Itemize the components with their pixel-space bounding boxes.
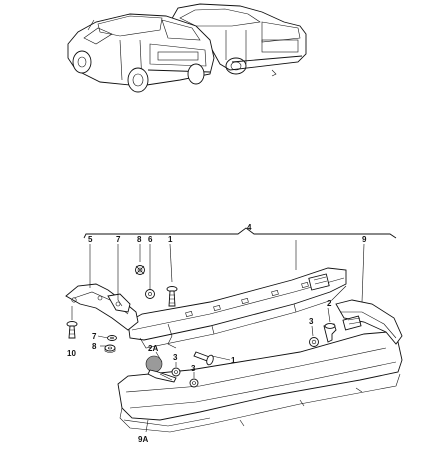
spring-nut-3-a (171, 362, 181, 377)
washer-6 (145, 289, 155, 299)
bolt-10 (66, 306, 78, 339)
label-7: 7 (116, 235, 121, 244)
label-6: 6 (148, 235, 153, 244)
label-5: 5 (88, 235, 93, 244)
mounting-bracket-5 (65, 283, 139, 331)
sedan-car (169, 3, 307, 77)
clip-2 (323, 307, 337, 343)
bolt-1 (166, 286, 178, 307)
label-1: 1 (168, 235, 173, 244)
label-9A: 9A (138, 435, 148, 444)
nut-8 (135, 265, 145, 275)
label-2: 2 (327, 299, 332, 308)
label-2A: 2A (148, 344, 158, 353)
leader-7b (97, 335, 109, 339)
callout-labels: 4 5 7 8 6 1 9 1 2 3 3 3 2A 7 8 10 9A (67, 223, 367, 444)
bracket-4 (83, 227, 397, 239)
leader-9A (145, 419, 149, 433)
label-1-lower: 1 (231, 356, 236, 365)
label-3-right: 3 (309, 317, 314, 326)
label-10: 10 (67, 349, 76, 358)
leader-1 (169, 243, 173, 283)
label-3-b: 3 (191, 364, 196, 373)
leader-7 (117, 244, 123, 307)
washer-7-lower (107, 335, 117, 341)
label-9: 9 (362, 235, 367, 244)
bumper-assembly (65, 227, 403, 433)
carrier-rail-4 (127, 267, 347, 341)
label-4: 4 (247, 223, 252, 232)
leader-1b (211, 355, 231, 361)
nut-8-lower (104, 344, 116, 353)
bolt-2A (145, 355, 177, 383)
label-7-lower: 7 (92, 332, 97, 341)
bumper-cover-9A (117, 331, 403, 421)
leader-9 (361, 243, 365, 303)
spring-nut-3-right (309, 325, 319, 347)
hatchback-car (67, 13, 215, 93)
label-8-lower: 8 (92, 342, 97, 351)
label-3-a: 3 (173, 353, 178, 362)
bolt-1-lower (193, 351, 214, 366)
spring-nut-3-b (189, 372, 199, 388)
car-illustration (67, 3, 307, 93)
label-8: 8 (137, 235, 142, 244)
